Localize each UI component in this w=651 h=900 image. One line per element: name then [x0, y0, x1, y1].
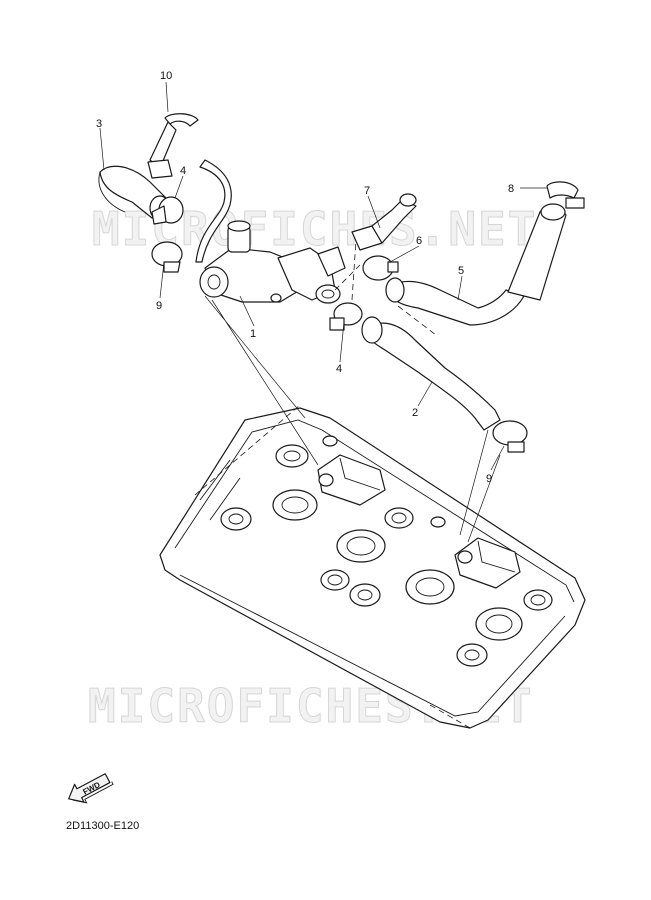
callout-3: 3: [96, 118, 102, 130]
callout-1: 1: [250, 328, 256, 340]
clamp-4-upper: [151, 196, 184, 225]
leader-9a: [159, 261, 165, 299]
clamp-10: [147, 113, 199, 179]
callout-2: 2: [412, 407, 418, 419]
clamp-9-upper: [151, 241, 183, 273]
leader-4a: [174, 175, 184, 199]
vacuum-tube: [195, 159, 232, 263]
callout-9-lower: 9: [486, 473, 492, 485]
clamp-4-lower: [329, 302, 363, 331]
callout-10: 10: [160, 70, 172, 82]
air-induction-valve: [199, 220, 346, 304]
clamp-8: [546, 181, 585, 209]
callout-9-upper: 9: [156, 300, 162, 312]
callout-4-lower: 4: [336, 363, 342, 375]
clamp-9-lower: [492, 420, 528, 453]
guide-lines: [204, 295, 501, 543]
callout-7: 7: [364, 185, 370, 197]
connection-dash-right: [397, 305, 437, 336]
callout-4-upper: 4: [180, 165, 186, 177]
fwd-arrow-icon: FWD: [68, 773, 114, 804]
connection-dash-left: [334, 239, 361, 301]
hose-2: [361, 316, 501, 431]
callout-8: 8: [508, 183, 514, 195]
diagram-code: 2D11300-E120: [66, 820, 139, 832]
clamp-6: [362, 255, 399, 281]
leader-6: [389, 245, 420, 263]
leader-3: [99, 127, 105, 171]
leader-2: [417, 381, 433, 407]
callout-5: 5: [458, 265, 464, 277]
hose-8: [507, 203, 567, 301]
leader-9b: [490, 445, 505, 471]
leader-7: [367, 195, 381, 229]
cylinder-head-cover: [159, 404, 586, 729]
callout-6: 6: [416, 235, 422, 247]
plate-7: [351, 193, 417, 251]
hose-5: [385, 277, 525, 326]
leader-5: [457, 275, 463, 301]
leader-1: [239, 295, 255, 327]
leader-4b: [339, 321, 345, 363]
leader-10: [165, 81, 169, 113]
